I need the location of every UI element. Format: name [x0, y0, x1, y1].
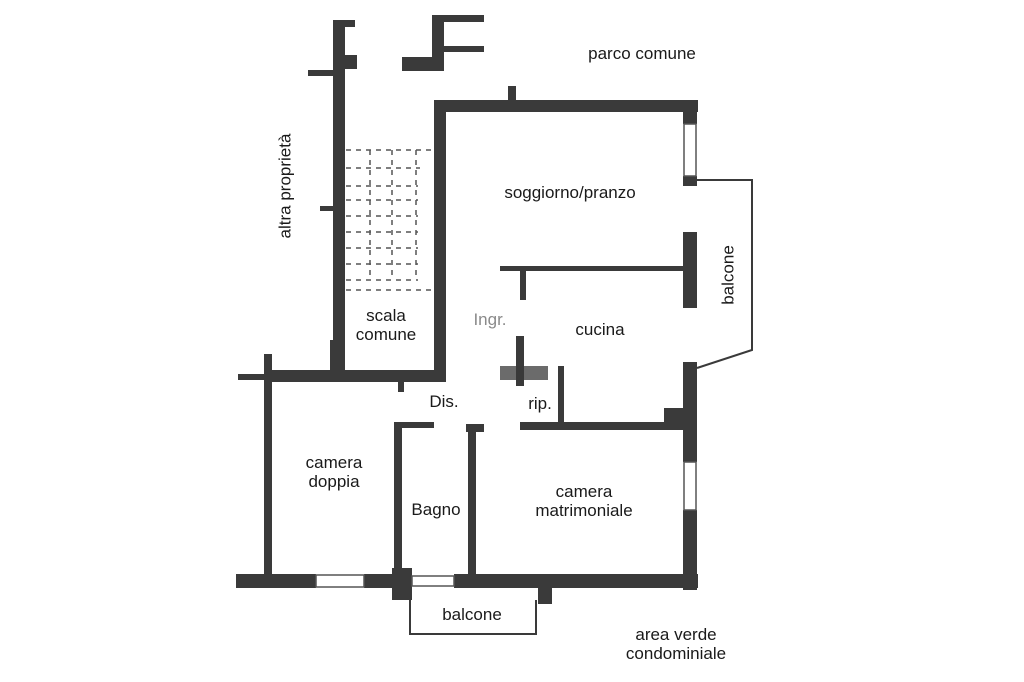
stair-label: scala comune [341, 306, 431, 344]
walls [236, 15, 698, 604]
double-room-line-2: doppia [308, 472, 360, 491]
entrance-label: Ingr. [473, 310, 507, 329]
south-wall-west [236, 574, 316, 588]
storage-label: rip. [528, 394, 552, 413]
hall-north-wall [270, 370, 446, 382]
kitchen-bedroom-partition [520, 422, 690, 430]
stair-steps [346, 149, 432, 291]
east-wall-upper [683, 100, 697, 124]
stair-label-line-2: comune [355, 325, 417, 344]
double-room-label: camera doppia [284, 453, 384, 491]
living-kitchen-partition [500, 266, 690, 271]
master-bedroom-label: camera matrimoniale [514, 482, 654, 520]
green-area-line-1: area verde [635, 625, 717, 644]
balcony-south-label: balcone [442, 605, 502, 624]
park-label: parco comune [588, 44, 696, 63]
kitchen-label: cucina [575, 320, 625, 339]
bath-east-wall [468, 424, 476, 584]
east-balcony-outline [696, 179, 753, 369]
green-area-label: area verde condominiale [611, 625, 741, 663]
balconies [409, 179, 753, 635]
south-wall-east [454, 574, 698, 588]
double-room-line-1: camera [305, 453, 363, 472]
master-bedroom-line-1: camera [555, 482, 613, 501]
bathroom-label: Bagno [411, 500, 461, 519]
windows [315, 123, 697, 588]
east-wall-bottom [683, 510, 697, 590]
stair-west-wall [333, 20, 345, 370]
balcony-east-label: balcone [718, 245, 738, 305]
other-property-label: altra proprietà [275, 133, 295, 239]
east-wall-lower [683, 362, 697, 462]
south-balcony-outline [409, 588, 537, 635]
green-area-line-2: condominiale [625, 644, 727, 663]
stair-label-line-1: scala [366, 306, 406, 325]
hallway-label: Dis. [429, 392, 459, 411]
living-dining-label: soggiorno/pranzo [504, 183, 636, 202]
bath-west-wall [394, 422, 402, 580]
double-room-west-wall [264, 354, 272, 576]
living-north-wall [434, 100, 698, 112]
master-bedroom-line-2: matrimoniale [535, 501, 633, 520]
stair-east-wall [434, 100, 446, 370]
